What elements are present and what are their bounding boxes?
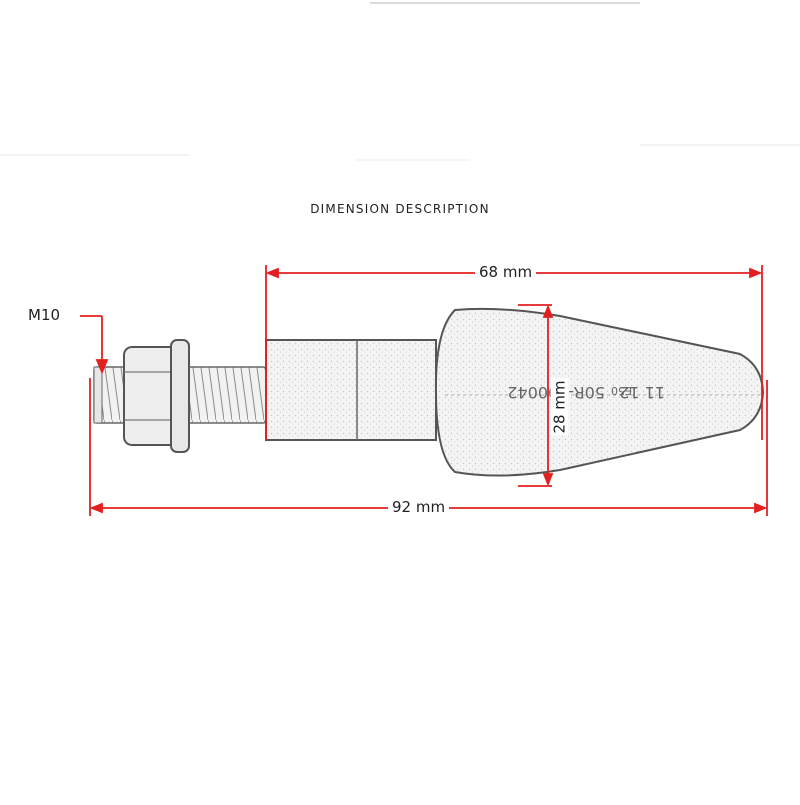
dimension-28mm xyxy=(518,304,554,487)
background-smudges xyxy=(0,2,800,161)
housing-length-label: 68 mm xyxy=(475,263,537,281)
lens-marking: 11 12 E50 50R-000042 xyxy=(507,383,665,402)
hex-nut xyxy=(123,339,190,453)
diagram-title: DIMENSION DESCRIPTION xyxy=(310,202,490,216)
mount-tube xyxy=(265,339,437,441)
m10-leader xyxy=(80,315,109,375)
thread-size-label: M10 xyxy=(28,306,61,324)
lens-housing xyxy=(434,307,765,477)
overall-length-label: 92 mm xyxy=(388,498,450,516)
lens-marking-code: E50 xyxy=(611,384,632,397)
housing-height-label: 28 mm xyxy=(550,378,569,436)
lens-marking-line1: 11 12 xyxy=(619,383,665,402)
